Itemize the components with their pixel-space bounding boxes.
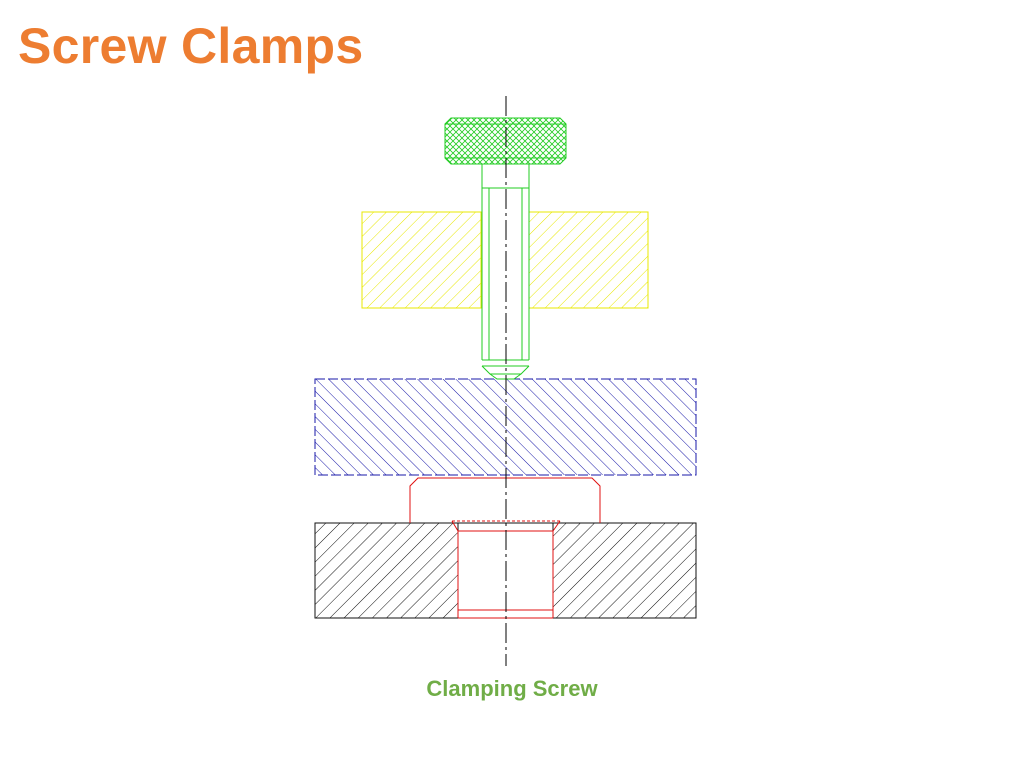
- screw-shank: [481, 163, 530, 380]
- bracket-left: [361, 211, 482, 309]
- screw-tip: [481, 365, 530, 375]
- insert-head: [409, 477, 601, 523]
- base-plate-left: [315, 523, 458, 618]
- base-plate: [314, 522, 697, 619]
- base-plate-right: [553, 523, 696, 618]
- slide-title: Screw Clamps: [18, 18, 364, 74]
- bracket-right: [528, 211, 649, 309]
- diagram-caption: Clamping Screw: [426, 676, 598, 701]
- bracket: [361, 211, 649, 309]
